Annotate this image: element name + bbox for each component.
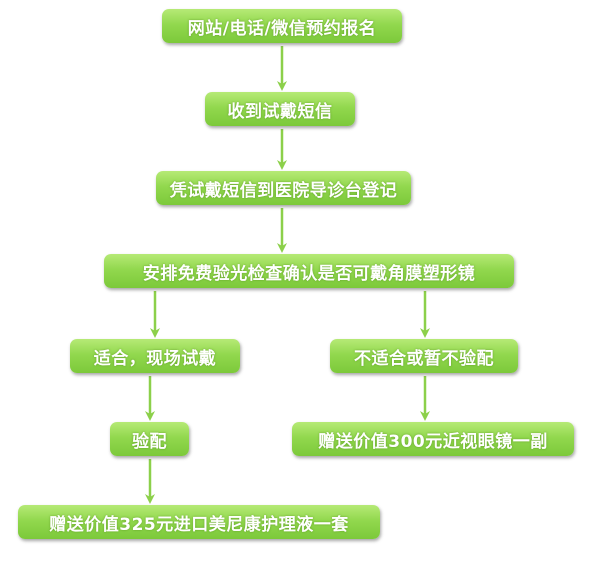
gift-glasses-label: 赠送价值300元近视眼镜一副 [318, 431, 548, 452]
step-register-node: 网站/电话/微信预约报名 [162, 9, 402, 43]
step-register-label: 网站/电话/微信预约报名 [187, 18, 377, 39]
step-hospital-checkin-node: 凭试戴短信到医院导诊台登记 [156, 171, 411, 205]
step-free-exam-label: 安排免费验光检查确认是否可戴角膜塑形镜 [142, 263, 476, 284]
step-receive-sms-node: 收到试戴短信 [205, 92, 355, 126]
step-receive-sms-label: 收到试戴短信 [227, 101, 333, 122]
gift-solution-label: 赠送价值325元进口美尼康护理液一套 [49, 514, 349, 535]
step-hospital-checkin-label: 凭试戴短信到医院导诊台登记 [169, 180, 398, 201]
fitting-node: 验配 [110, 422, 189, 456]
suitable-trial-node: 适合，现场试戴 [70, 339, 240, 373]
unsuitable-label: 不适合或暂不验配 [354, 348, 494, 369]
gift-solution-node: 赠送价值325元进口美尼康护理液一套 [18, 505, 380, 539]
fitting-label: 验配 [132, 431, 167, 452]
step-free-exam-node: 安排免费验光检查确认是否可戴角膜塑形镜 [104, 254, 514, 288]
suitable-trial-label: 适合，现场试戴 [93, 348, 217, 369]
unsuitable-node: 不适合或暂不验配 [330, 339, 518, 373]
gift-glasses-node: 赠送价值300元近视眼镜一副 [292, 422, 574, 456]
